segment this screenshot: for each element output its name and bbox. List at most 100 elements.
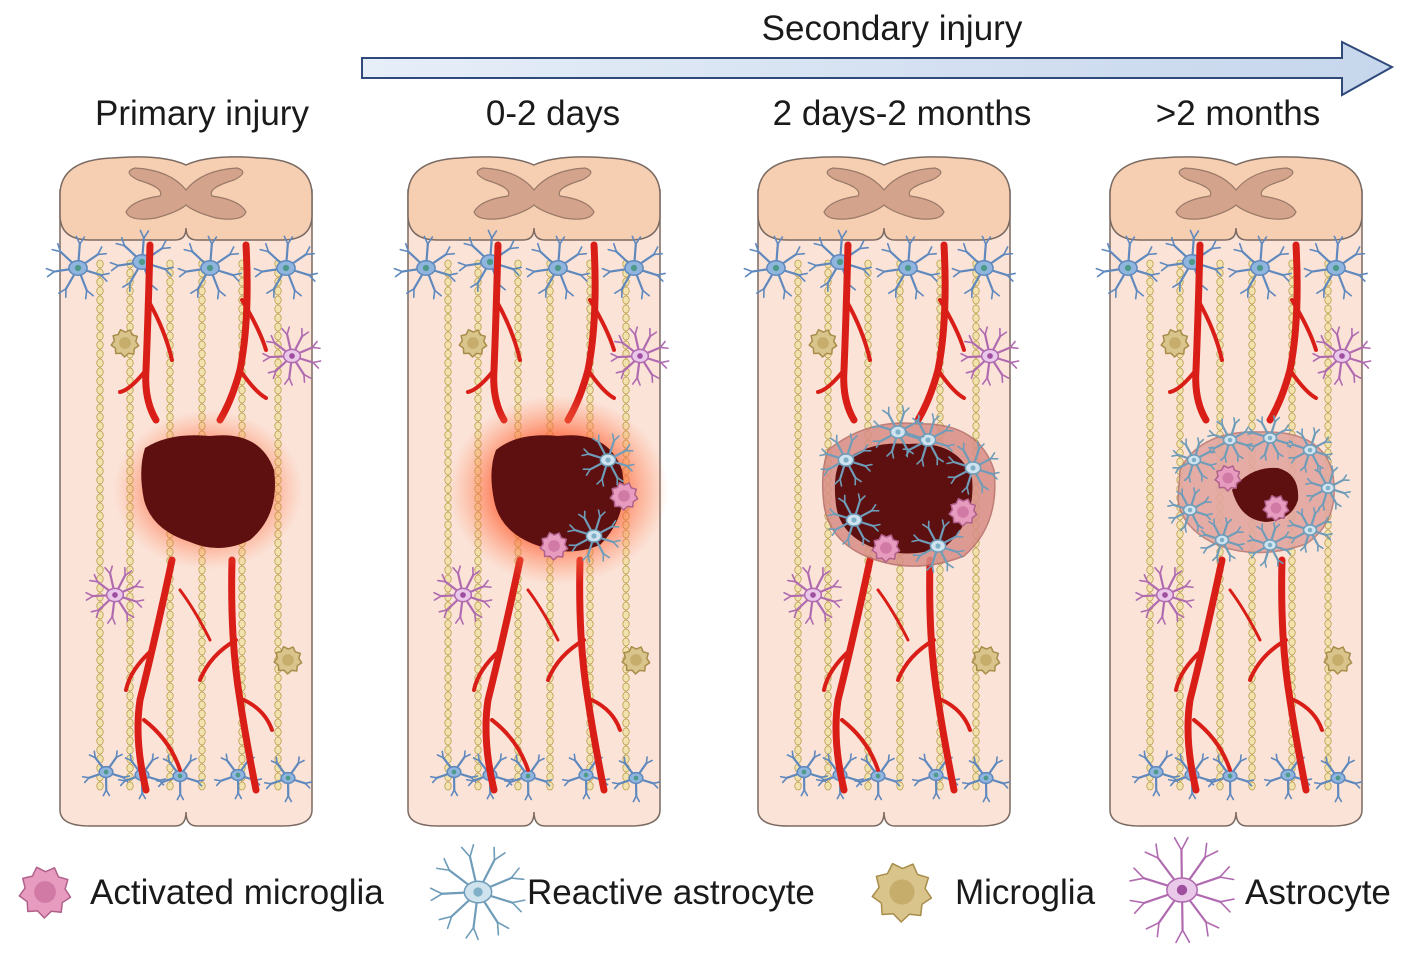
blood-vessel [840,718,880,772]
activated-microglia-shape [18,866,72,919]
activated-microglia-cell [1262,494,1290,522]
legend-astrocyte-icon [1129,836,1235,944]
blood-vessel [142,718,182,772]
neuron-cell [155,754,205,801]
activated-microglia-cell [948,497,978,527]
blood-vessel [586,368,616,400]
microglia-cell [621,645,651,675]
blood-vessel [822,648,852,692]
neuron-cell [961,756,1011,803]
blood-vessel [546,638,586,682]
blood-vessel [490,718,530,772]
stage-title-0-2-days: 0-2 days [486,94,620,133]
reactive-astrocyte-cell [827,493,881,547]
neuron-cell [45,235,110,300]
grey-matter [473,167,595,220]
astrocyte-cell [85,565,145,625]
neuron-cell [951,235,1016,300]
microglia-shape [871,862,933,923]
reactive-astrocyte-cell [1305,465,1351,511]
neuron-cell [1227,235,1292,300]
reactive-astrocyte-shape [429,843,526,941]
reactive-astrocyte-cell [581,433,635,487]
neuron-cell [875,235,940,300]
reactive-astrocyte-cell [1287,427,1333,473]
blood-vessel [242,698,274,732]
axon-fiber [444,259,452,791]
reactive-astrocyte-cell [1199,517,1245,563]
astrocyte-cell [1312,326,1372,386]
spinal-cord-over-2-months [1095,156,1372,827]
blood-vessel [1266,241,1301,424]
reactive-astrocyte-cell [911,519,965,573]
neuron-cell [263,756,313,803]
stage-title-primary: Primary injury [95,94,309,133]
grey-matter [1175,167,1297,220]
blood-vessel [1290,298,1318,352]
neuron-cell [911,753,961,800]
legend-microglia-icon [871,862,933,923]
blood-vessel [124,648,154,692]
astrocyte-cell [783,565,843,625]
blood-vessel [1184,556,1226,794]
blood-vessel [914,241,949,424]
lesion-core [491,435,624,552]
blood-vessel [1192,718,1232,772]
neuron-cell [393,235,458,300]
blood-vessel [1228,588,1262,642]
blood-vessel [198,638,238,682]
blood-vessel [466,368,496,394]
activated-microglia-cell [871,533,901,563]
blood-vessel [118,368,148,394]
blood-vessel [526,588,560,642]
microglia-cell [808,328,838,358]
blood-vessel [576,556,608,794]
stage-title-over-2-months: >2 months [1156,94,1320,133]
blood-vessel [238,368,268,400]
reactive-astrocyte-cell [871,405,925,459]
astrocyte-cell [433,565,493,625]
reactive-astrocyte-cell [1287,507,1333,553]
blood-vessel [940,698,972,732]
secondary-injury-label: Secondary injury [762,9,1023,48]
neuron-cell [253,235,318,300]
blood-vessel [228,556,260,794]
blood-vessel [472,648,502,692]
neuron-cell [1313,756,1363,803]
legend-activated-microglia-icon [18,866,72,919]
blood-vessel [1292,698,1324,732]
blood-vessel [1174,648,1204,692]
blood-vessel [1168,368,1198,394]
reactive-astrocyte-cell [946,441,1000,495]
blood-vessel [1248,638,1288,682]
microglia-cell [110,328,140,358]
blood-vessel [590,698,622,732]
microglia-cell [1160,328,1190,358]
activated-microglia-cell [609,481,639,511]
microglia-cell [971,645,1001,675]
neuron-cell [503,754,553,801]
astrocyte-cell [262,326,322,386]
reactive-astrocyte-cell [1247,522,1293,568]
blood-vessel [936,368,966,400]
legend-microglia-label: Microglia [955,873,1096,912]
spinal-cord-0-2-days [393,156,670,827]
blood-vessel [216,241,251,424]
spinal-cord-primary-injury [45,156,322,827]
microglia-cell [273,645,303,675]
blood-vessel [816,368,846,394]
neuron-cell [611,756,661,803]
blood-vessel [240,298,268,352]
blood-vessel [1278,556,1310,794]
lesion-core [141,435,275,549]
blood-vessel [840,241,858,424]
axon-fiber [1146,259,1154,791]
neuron-cell [1303,235,1368,300]
legend-reactive-astrocyte-icon [429,843,526,941]
axon-fiber [96,259,104,791]
blood-vessel [896,638,936,682]
blood-vessel [482,556,524,794]
blood-vessel [1192,241,1210,424]
microglia-cell [458,328,488,358]
